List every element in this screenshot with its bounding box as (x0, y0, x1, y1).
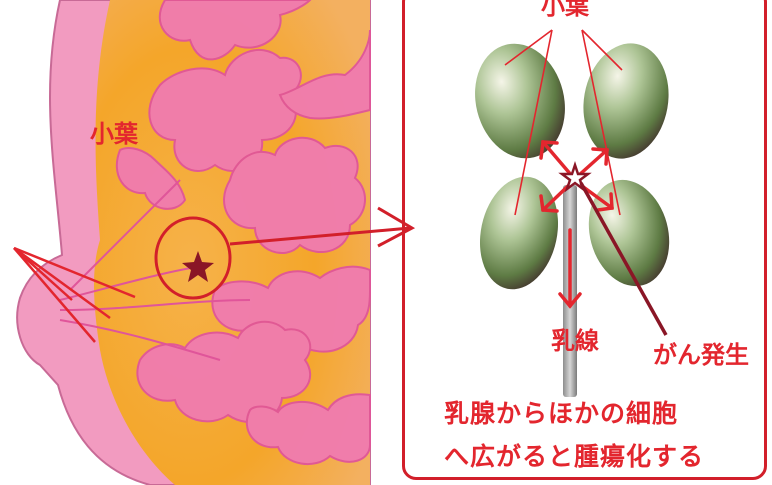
caption-line-1: 乳腺からほかの細胞 (444, 401, 678, 426)
cancer-label: がん発生 (653, 343, 749, 367)
detail-lobule-label: 小葉 (541, 0, 589, 18)
breast-cross-section (14, 0, 412, 485)
breast-lobule-label: 小葉 (90, 122, 138, 146)
duct-label: 乳線 (551, 329, 599, 353)
caption-line-2: へ広がると腫瘍化する (444, 444, 704, 469)
